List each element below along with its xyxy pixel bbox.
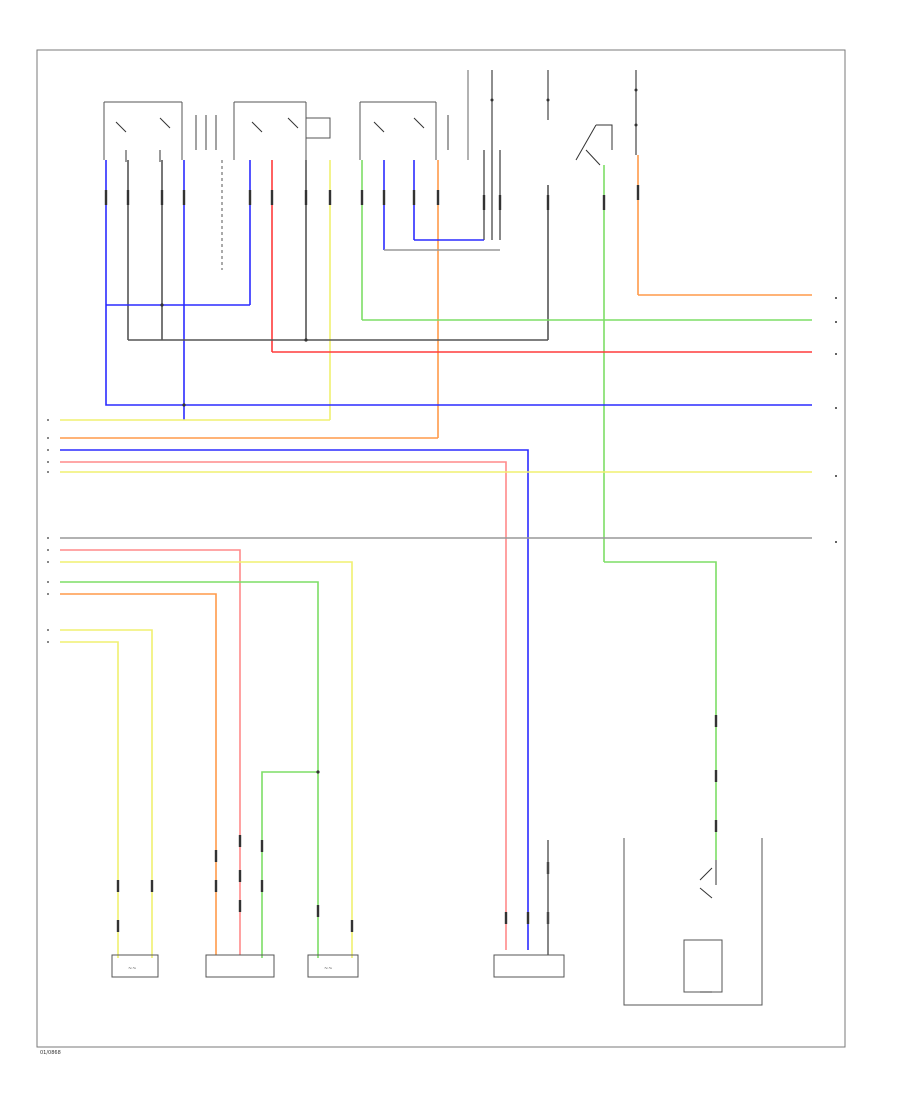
relay-box-1: [103, 101, 217, 162]
junctions: [160, 303, 320, 774]
main-relay: [575, 70, 638, 166]
compressor-clutch-assembly: [623, 838, 763, 1006]
connector-marks-bottom: [116, 715, 718, 932]
svg-text:~~: ~~: [128, 966, 136, 972]
relay-box-2: [233, 101, 331, 160]
sensor-box-1: ~~: [111, 954, 159, 978]
sensor-box-2: [205, 954, 275, 978]
diagram-code: 01/0868: [40, 1050, 61, 1056]
sensor-box-3: ~~: [307, 954, 359, 978]
sensor-box-4: [493, 954, 565, 978]
connector-stubs-top: [105, 150, 639, 562]
diagram-frame: [36, 49, 846, 1048]
connector-marks-top: [104, 185, 640, 210]
fuse-1: [467, 70, 494, 160]
fuse-2: [546, 70, 550, 120]
bus-wires: [60, 239, 812, 958]
bus-terminals: [835, 297, 837, 543]
svg-text:~~: ~~: [324, 966, 332, 972]
relay-box-3: [359, 101, 449, 160]
left-terminals: [47, 419, 49, 643]
